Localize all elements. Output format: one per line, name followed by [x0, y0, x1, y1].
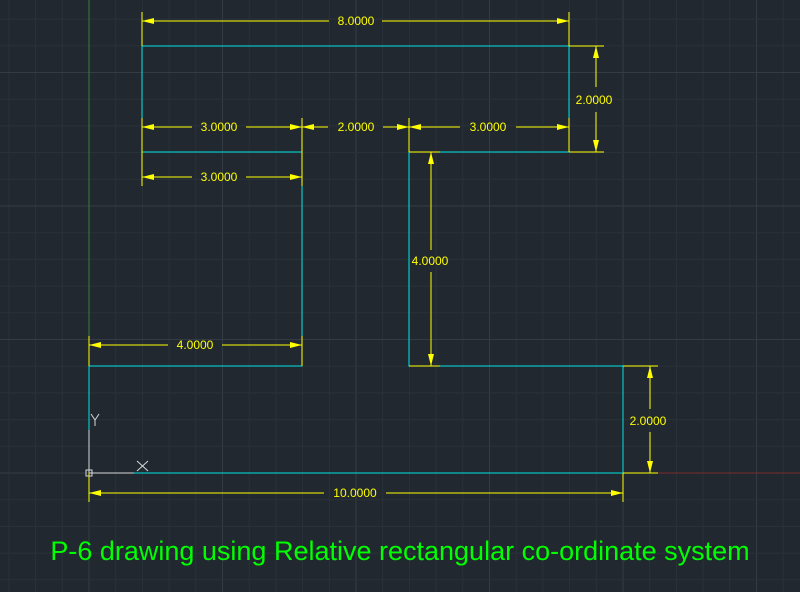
dim-top-mid-seg[interactable]	[301, 118, 410, 152]
dim-text-top-left-seg: 3.0000	[201, 120, 238, 134]
dim-top-height[interactable]	[569, 45, 604, 153]
dim-text-bottom-right-height: 2.0000	[630, 414, 667, 428]
dim-top-width[interactable]	[141, 12, 570, 46]
dim-top-right-seg[interactable]	[409, 118, 570, 152]
dim-text-top-height: 2.0000	[576, 93, 613, 107]
ucs-x-marker	[136, 460, 149, 472]
ucs-y-marker	[90, 413, 100, 426]
dim-text-top-width: 8.0000	[338, 14, 375, 28]
dim-text-top-mid-seg: 2.0000	[338, 120, 375, 134]
dim-left-inner-seg[interactable]	[141, 152, 303, 186]
dim-bottom-right-height[interactable]	[623, 365, 658, 474]
dim-text-right-stem-height: 4.0000	[412, 254, 449, 268]
dim-right-stem-height[interactable]	[409, 151, 440, 367]
dim-text-bottom-left-seg: 4.0000	[177, 338, 214, 352]
dim-top-left-seg[interactable]	[141, 118, 302, 152]
dim-text-top-right-seg: 3.0000	[470, 120, 507, 134]
dim-bottom-left-seg[interactable]	[88, 336, 303, 366]
ucs-icon[interactable]	[85, 413, 149, 477]
dim-text-left-inner-seg: 3.0000	[201, 170, 238, 184]
dim-bottom-width[interactable]	[88, 473, 624, 502]
dim-text-bottom-width: 10.0000	[333, 486, 377, 500]
drawing-caption: P-6 drawing using Relative rectangular c…	[50, 536, 750, 566]
